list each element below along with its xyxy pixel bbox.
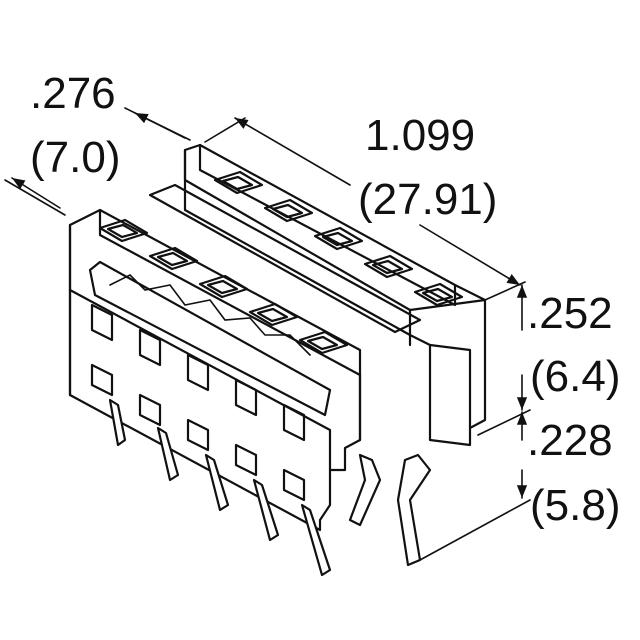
body-height-inches-label: .252 bbox=[527, 289, 613, 338]
pin-length-mm-label: (5.8) bbox=[530, 481, 620, 530]
front-face-windows bbox=[90, 303, 306, 502]
pins bbox=[108, 398, 432, 577]
depth-inches-label: .276 bbox=[30, 69, 116, 118]
contact-channel bbox=[88, 260, 332, 417]
pin-length-inches-label: .228 bbox=[527, 416, 613, 465]
back-row-housing bbox=[148, 143, 487, 447]
length-inches-label: 1.099 bbox=[365, 111, 475, 160]
front-row-housing bbox=[68, 208, 362, 532]
depth-mm-label: (7.0) bbox=[30, 133, 120, 182]
polarization-slot bbox=[148, 183, 422, 334]
body-height-mm-label: (6.4) bbox=[530, 352, 620, 401]
dimension-lines bbox=[4, 107, 531, 561]
back-row-windows bbox=[213, 170, 464, 307]
length-mm-label: (27.91) bbox=[358, 175, 497, 224]
dimension-labels: .276 (7.0) 1.099 (27.91) .252 (6.4) .228… bbox=[30, 69, 620, 530]
front-top-windows bbox=[98, 218, 349, 355]
